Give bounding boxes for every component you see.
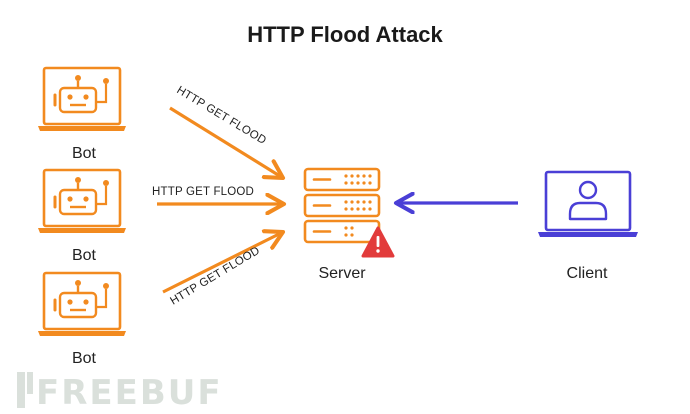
bot-icon (36, 168, 128, 235)
user-icon (568, 180, 608, 221)
attack-arrow-3 (162, 232, 283, 294)
attack-label-1: HTTP GET FLOOD (174, 84, 268, 147)
warning-icon (361, 226, 395, 258)
diagram-title: HTTP Flood Attack (247, 22, 443, 47)
client-laptop-icon (538, 170, 638, 237)
attack-label-2: HTTP GET FLOOD (152, 186, 254, 198)
bot-label: Bot (72, 145, 97, 162)
bot-label: Bot (72, 247, 97, 264)
client-label: Client (567, 265, 608, 282)
freebuf-watermark: FREEBUF (17, 372, 223, 413)
bot-2: Bot (36, 168, 128, 264)
server-icon (303, 167, 381, 244)
bot-icon (36, 271, 128, 338)
watermark-text: FREEBUF (36, 373, 223, 413)
attack-arrow-1 (169, 106, 283, 178)
bot-1: Bot (36, 66, 128, 162)
bot-label: Bot (72, 350, 97, 367)
server-label: Server (318, 265, 366, 282)
attack-label-3: HTTP GET FLOOD (168, 245, 262, 308)
bot-icon (36, 66, 128, 133)
bot-3: Bot (36, 271, 128, 367)
